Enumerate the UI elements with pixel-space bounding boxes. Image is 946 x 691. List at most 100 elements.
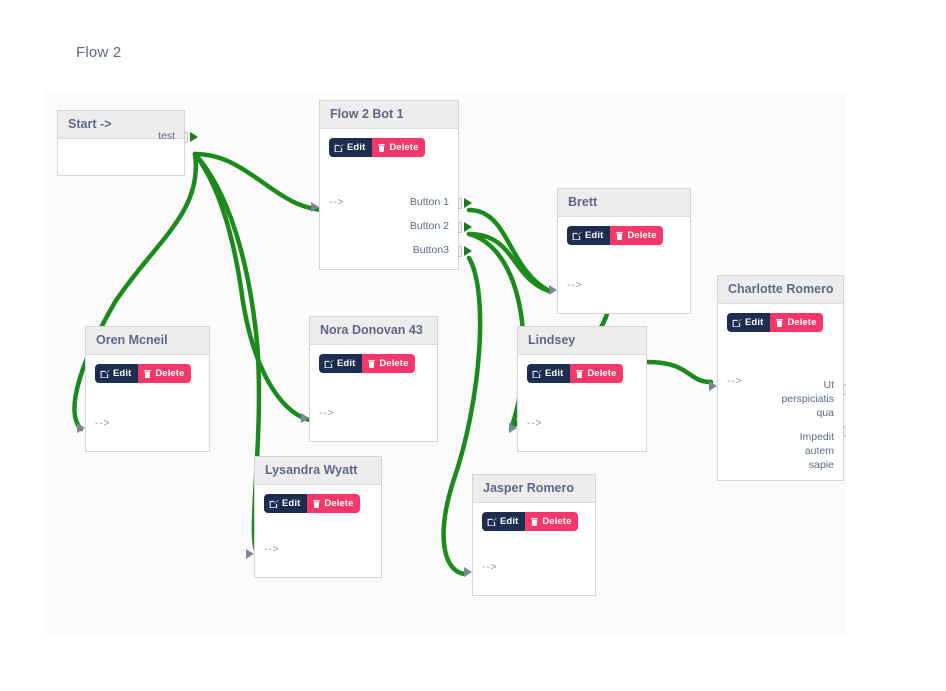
node-text-line: autem (804, 445, 834, 457)
pencil-square-icon (487, 517, 497, 527)
delete-button-nora-donovan-43[interactable]: Delete (362, 354, 416, 373)
edit-button-brett[interactable]: Edit (567, 226, 611, 245)
trash-icon (367, 359, 376, 369)
delete-button-flow2bot1[interactable]: Delete (372, 138, 426, 157)
output-port-tab-charlotte-romero-1[interactable] (843, 426, 846, 437)
trash-icon (575, 369, 584, 379)
trash-icon (530, 517, 539, 527)
pencil-square-icon (334, 143, 344, 153)
edge-button1-to-brett (466, 207, 552, 294)
output-port-tab-flow2bot1-1[interactable] (458, 222, 462, 233)
node-body-brett: Edit Delete --> (549, 217, 690, 313)
edit-button-lysandra-wyatt[interactable]: Edit (264, 494, 308, 513)
delete-button-lindsey[interactable]: Delete (570, 364, 624, 383)
output-port-tab-start-0[interactable] (184, 132, 188, 143)
trash-icon (377, 143, 386, 153)
edit-button-label: Edit (585, 230, 604, 241)
node-title-charlotte-romero: Charlotte Romero (718, 276, 843, 304)
node-body-lysandra-wyatt: Edit Delete --> (246, 485, 381, 577)
node-text-line: qua (816, 407, 834, 419)
edit-button-nora-donovan-43[interactable]: Edit (319, 354, 363, 373)
node-start[interactable]: Start ->test (57, 110, 198, 176)
output-port-tab-charlotte-romero-0[interactable] (843, 384, 846, 395)
trash-icon (312, 499, 321, 509)
trash-icon (775, 318, 784, 328)
pencil-square-icon (269, 499, 279, 509)
delete-button-label: Delete (155, 368, 185, 379)
delete-button-lysandra-wyatt[interactable]: Delete (307, 494, 361, 513)
pencil-square-icon (572, 231, 582, 241)
node-body-start: test (58, 130, 198, 175)
output-port-label-flow2bot1-2: Button3 (412, 244, 449, 256)
edge-button2-to-brett (466, 231, 552, 294)
input-port-marker-jasper-romero[interactable] (464, 567, 472, 577)
node-actions-oren-mcneil: Edit Delete (95, 364, 192, 383)
node-title-lysandra-wyatt: Lysandra Wyatt (255, 457, 381, 485)
output-port-arrow-flow2bot1-1[interactable] (464, 222, 472, 232)
edit-button-charlotte-romero[interactable]: Edit (727, 313, 771, 332)
delete-button-charlotte-romero[interactable]: Delete (770, 313, 824, 332)
edit-button-flow2bot1[interactable]: Edit (329, 138, 373, 157)
input-port-label-lindsey: --> (527, 418, 543, 429)
edit-button-oren-mcneil[interactable]: Edit (95, 364, 139, 383)
node-text-line: sapie (808, 459, 834, 471)
edge-start-to-flow2bot1 (192, 151, 330, 213)
node-actions-brett: Edit Delete (567, 226, 664, 245)
pencil-square-icon (100, 369, 110, 379)
node-text-line: perspiciatis (781, 393, 834, 405)
pencil-square-icon (532, 369, 542, 379)
output-port-label-start-0: test (158, 130, 175, 142)
delete-button-label: Delete (389, 142, 419, 153)
edit-button-label: Edit (545, 368, 564, 379)
output-port-arrow-flow2bot1-2[interactable] (464, 246, 472, 256)
edit-button-label: Edit (282, 498, 301, 509)
node-title-flow2bot1: Flow 2 Bot 1 (320, 101, 458, 129)
delete-button-label: Delete (542, 516, 572, 527)
edit-button-jasper-romero[interactable]: Edit (482, 512, 526, 531)
delete-button-label: Delete (587, 368, 617, 379)
input-port-marker-lysandra-wyatt[interactable] (246, 549, 254, 559)
input-port-label-lysandra-wyatt: --> (264, 544, 280, 555)
input-port-marker-charlotte-romero[interactable] (709, 381, 717, 391)
input-port-label-nora-donovan-43: --> (319, 408, 335, 419)
output-port-tab-flow2bot1-2[interactable] (458, 246, 462, 257)
trash-icon (143, 369, 152, 379)
delete-button-jasper-romero[interactable]: Delete (525, 512, 579, 531)
input-port-marker-oren-mcneil[interactable] (77, 423, 85, 433)
output-port-tab-flow2bot1-0[interactable] (458, 198, 462, 209)
input-port-marker-lindsey[interactable] (509, 423, 517, 433)
delete-button-label: Delete (787, 317, 817, 328)
node-actions-charlotte-romero: Edit Delete (727, 313, 824, 332)
node-actions-flow2bot1: Edit Delete (329, 138, 426, 157)
node-title-oren-mcneil: Oren Mcneil (86, 327, 209, 355)
delete-button-brett[interactable]: Delete (610, 226, 664, 245)
edit-button-lindsey[interactable]: Edit (527, 364, 571, 383)
input-port-marker-nora-donovan-43[interactable] (301, 413, 309, 423)
output-port-arrow-flow2bot1-0[interactable] (464, 198, 472, 208)
edit-button-label: Edit (500, 516, 519, 527)
input-port-label-brett: --> (567, 280, 583, 291)
delete-button-oren-mcneil[interactable]: Delete (138, 364, 192, 383)
input-port-marker-flow2bot1[interactable] (311, 202, 319, 212)
output-port-label-flow2bot1-0: Button 1 (409, 196, 449, 208)
pencil-square-icon (732, 318, 742, 328)
input-port-marker-brett[interactable] (549, 285, 557, 295)
output-port-arrow-start-0[interactable] (190, 132, 198, 142)
